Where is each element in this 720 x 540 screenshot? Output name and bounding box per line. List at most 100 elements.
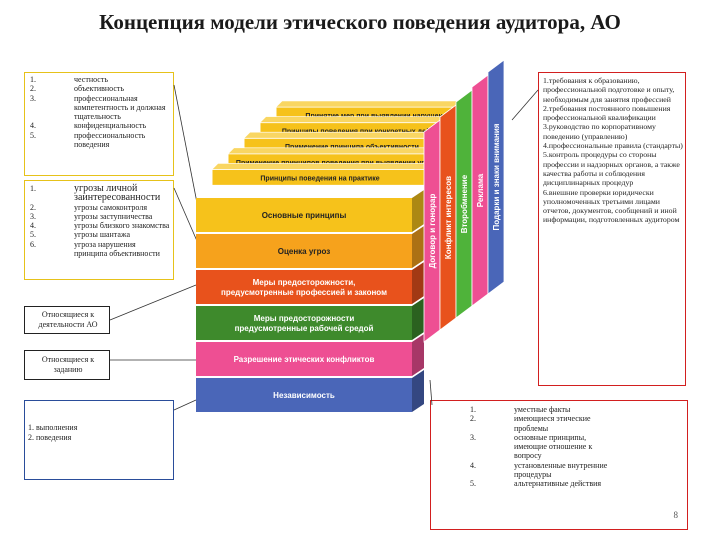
side-band: Договор и гонорар bbox=[423, 119, 441, 343]
fact-item: 2.имеющиеся этические проблемы bbox=[470, 414, 610, 433]
fact-item-text: уместные факты bbox=[514, 405, 571, 414]
cube-layer-label-line: предусмотренные профессией и законом bbox=[221, 288, 387, 297]
fact-item: 3. основные принципы, имеющие отношение к… bbox=[470, 433, 610, 461]
cube-layer-label-line: Меры предосторожности, bbox=[253, 278, 356, 287]
cube-layer-face bbox=[196, 198, 412, 232]
cube-layer-side bbox=[412, 262, 424, 304]
principles-box bbox=[24, 72, 174, 176]
fact-item: 1.уместные факты bbox=[470, 405, 610, 414]
cube-layer-side bbox=[412, 190, 424, 232]
cube-layer-face bbox=[196, 342, 412, 376]
threat-item-number: 2. bbox=[30, 202, 36, 212]
threat-item: 1. угрозы личной заинтересованности bbox=[30, 184, 170, 203]
threat-item: 5.угрозы шантажа bbox=[30, 230, 170, 239]
principle-item-number: 3. bbox=[30, 93, 36, 103]
side-band-label: Подарки и знаки внимания bbox=[492, 123, 501, 230]
cube-layer: Меры предосторожности,предусмотренные пр… bbox=[196, 262, 424, 304]
stack-slice-label: Принципы поведения при конкретных действ… bbox=[282, 128, 454, 136]
cube-layer-face bbox=[196, 378, 412, 412]
side-band-label: Договор и гонорар bbox=[428, 193, 437, 268]
stack-slice-label: Принципы поведения на практике bbox=[260, 175, 379, 182]
stack-slice-top bbox=[211, 163, 435, 170]
threats-list: 1. угрозы личной заинтересованности 2. угро… bbox=[30, 184, 170, 258]
connector-execution bbox=[173, 399, 197, 411]
threat-item-text: угрозы близкого знакомства bbox=[74, 221, 170, 231]
principle-item: 1.честность bbox=[30, 75, 170, 84]
side-band: Второбмнение bbox=[455, 89, 473, 319]
cube-layer-face bbox=[196, 270, 412, 304]
stack-slice: Принципы поведения на практике bbox=[211, 163, 435, 186]
principle-item: 5.профессиональность поведения bbox=[30, 131, 170, 150]
threat-item-number: 5. bbox=[30, 230, 36, 240]
threat-item-text: угрозы самоконтроля bbox=[74, 202, 147, 212]
threat-item-number: 1. bbox=[30, 184, 36, 193]
task-label: Относящиеся к заданию bbox=[41, 355, 95, 374]
side-band-label: Конфликт интересов bbox=[444, 176, 453, 259]
fact-item-text: имеющиеся этические проблемы bbox=[514, 414, 591, 433]
ao-activity-box: Относящиеся к деятельности АО bbox=[24, 306, 110, 334]
fact-item: 4. установленные внутренние процедуры bbox=[470, 461, 610, 480]
principle-item-number: 5. bbox=[30, 130, 36, 140]
principle-item-number: 4. bbox=[30, 121, 36, 131]
threat-item-number: 3. bbox=[30, 211, 36, 221]
threat-item-text: угроза нарушения принципа объективности bbox=[74, 239, 160, 259]
page-number: 8 bbox=[673, 510, 679, 520]
principle-item: 2. объективность bbox=[30, 84, 170, 93]
principle-item-text: объективность bbox=[74, 84, 125, 94]
threat-item-text: угрозы заступничества bbox=[74, 211, 153, 221]
principle-item-text: профессиональная компетентность и должна… bbox=[74, 93, 166, 122]
threats-box bbox=[24, 180, 174, 280]
cube-layer-side bbox=[412, 334, 424, 376]
cube-layer-side bbox=[412, 298, 424, 340]
side-band-label: Реклама bbox=[476, 173, 485, 207]
threat-item: 2. угрозы самоконтроля bbox=[30, 203, 170, 212]
cube-layer-label: Основные принципы bbox=[262, 211, 347, 220]
cube-layer-label: Меры предосторожности,предусмотренные пр… bbox=[221, 278, 387, 297]
cube-layer-label: Оценка угроз bbox=[278, 247, 331, 256]
cube-layer-label-line: Меры предосторожности bbox=[254, 314, 355, 323]
fact-item-text: альтернативные действия bbox=[514, 479, 602, 489]
side-band: Реклама bbox=[471, 74, 489, 307]
principle-item: 3. профессиональная компетентность и долж… bbox=[30, 94, 170, 122]
cube-layer-label-line: Основные принципы bbox=[262, 211, 347, 220]
connector-facts bbox=[429, 379, 433, 406]
side-band-face bbox=[487, 59, 505, 295]
principle-item: 4. конфиденциальность bbox=[30, 121, 170, 130]
cube-layer-label-line: Независимость bbox=[273, 391, 335, 400]
connector-ao bbox=[109, 284, 197, 321]
cube-layer: Оценка угроз bbox=[196, 226, 424, 268]
fact-item-text: основные принципы, имеющие отношение к в… bbox=[514, 432, 593, 461]
fact-item-number: 4. bbox=[470, 460, 476, 470]
requirements-box: 1.требования к образованию, профессионал… bbox=[538, 72, 686, 386]
principle-item-number: 2. bbox=[30, 84, 36, 94]
connector-threats bbox=[173, 187, 201, 249]
requirements-text: 1.требования к образованию, профессионал… bbox=[543, 76, 683, 225]
connector-principles bbox=[173, 84, 199, 209]
cube-layer: Разрешение этических конфликтов bbox=[196, 334, 424, 376]
stack-slice-label: Принятие мер при выявлении нарушений КЭ bbox=[305, 112, 462, 120]
cube-layer-label-line: Разрешение этических конфликтов bbox=[234, 355, 375, 364]
cube-layer-label-line: предусмотренные рабочей средой bbox=[235, 324, 374, 333]
principle-item-number: 1. bbox=[30, 75, 36, 84]
cube-layer: Независимость bbox=[196, 370, 424, 412]
ao-activity-label: Относящиеся к деятельности АО bbox=[38, 310, 98, 329]
stack-slice-label: Применение принципа объективности bbox=[285, 143, 419, 151]
stack-slice-top bbox=[227, 147, 451, 155]
cube-layer: Основные принципы bbox=[196, 190, 424, 232]
fact-item: 5.альтернативные действия bbox=[470, 479, 610, 488]
principle-item-text: конфиденциальность bbox=[74, 121, 147, 131]
cube-layer-label-line: Оценка угроз bbox=[278, 247, 331, 256]
threat-item-text: угрозы личной заинтересованности bbox=[74, 183, 161, 204]
side-band: Конфликт интересов bbox=[439, 104, 457, 331]
fact-item-number: 3. bbox=[470, 432, 476, 442]
threat-item: 4.угрозы близкого знакомства bbox=[30, 221, 170, 230]
connector-lines bbox=[109, 84, 539, 411]
side-band: Подарки и знаки внимания bbox=[487, 59, 505, 295]
fact-item-text: установленные внутренние процедуры bbox=[514, 460, 608, 480]
cube-layer-face bbox=[196, 234, 412, 268]
connector-requirements bbox=[511, 89, 539, 121]
execution-list: 1. выполнения 2. поведения bbox=[28, 423, 78, 442]
